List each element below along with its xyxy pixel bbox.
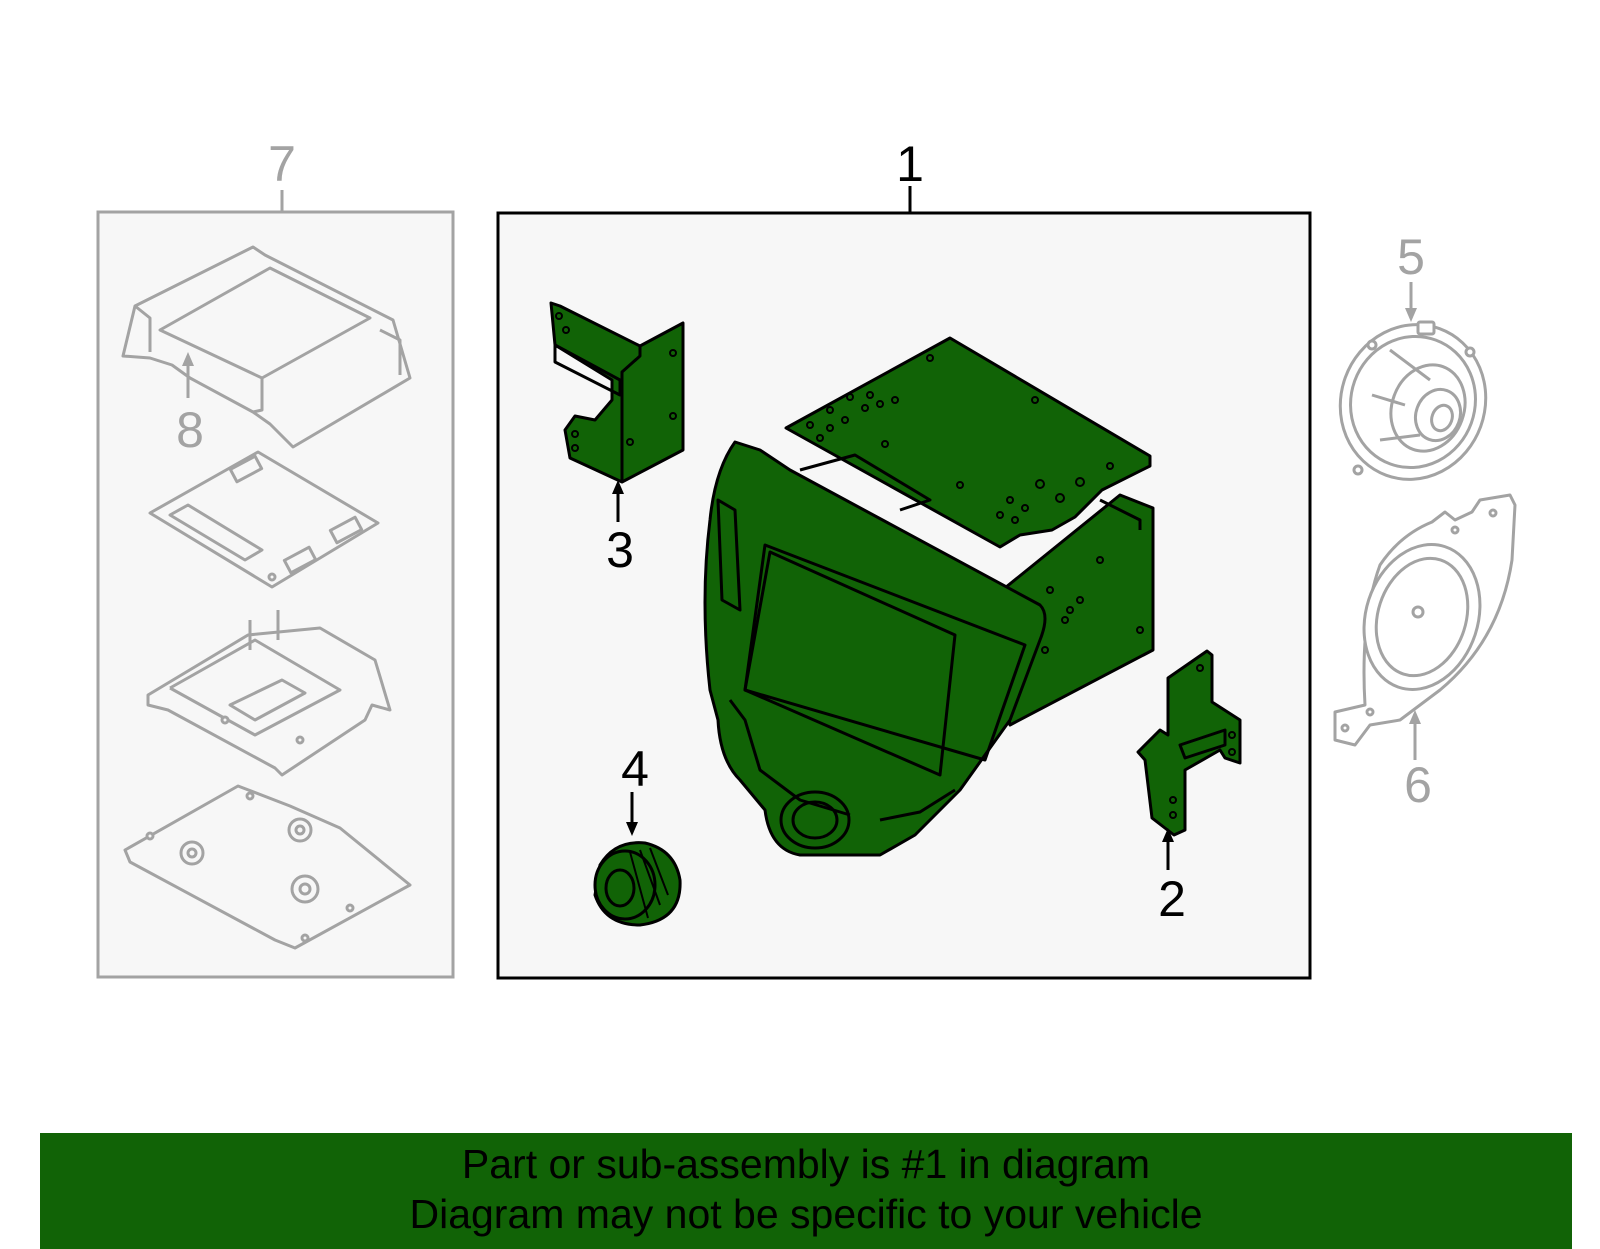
callout-8-label: 8 (176, 402, 204, 458)
head-unit-part-1[interactable] (703, 336, 1155, 857)
base-plate (123, 784, 412, 950)
callout-7-label: 7 (268, 136, 296, 192)
banner-line-1: Part or sub-assembly is #1 in diagram (461, 1141, 1151, 1187)
callout-6-arrowhead (1409, 710, 1421, 724)
callout-4-label: 4 (621, 741, 649, 797)
speaker-part-5[interactable] (1319, 304, 1508, 500)
inner-bracket (146, 610, 392, 777)
callout-5-label: 5 (1397, 229, 1425, 285)
banner-line-2: Diagram may not be specific to your vehi… (409, 1191, 1203, 1237)
callout-2-label: 2 (1158, 871, 1186, 927)
mounting-bracket-part-3[interactable] (549, 301, 685, 484)
callout-4-arrowhead (626, 822, 638, 836)
info-banner: Part or sub-assembly is #1 in diagram Di… (40, 1133, 1572, 1249)
callout-3-arrowhead (612, 480, 624, 494)
callout-6-label: 6 (1404, 757, 1432, 813)
circuit-board (148, 450, 380, 589)
callout-8-arrowhead (182, 352, 194, 366)
amplifier-module-part-8[interactable] (121, 245, 412, 449)
callout-1-label: 1 (896, 136, 924, 192)
mounting-bracket-part-2[interactable] (1136, 649, 1242, 837)
callout-2-arrowhead (1162, 828, 1174, 842)
callout-3-label: 3 (606, 522, 634, 578)
speaker-bracket-part-6[interactable] (1333, 493, 1517, 747)
control-knob-part-4[interactable] (593, 841, 682, 927)
callout-5-arrowhead (1405, 308, 1417, 322)
